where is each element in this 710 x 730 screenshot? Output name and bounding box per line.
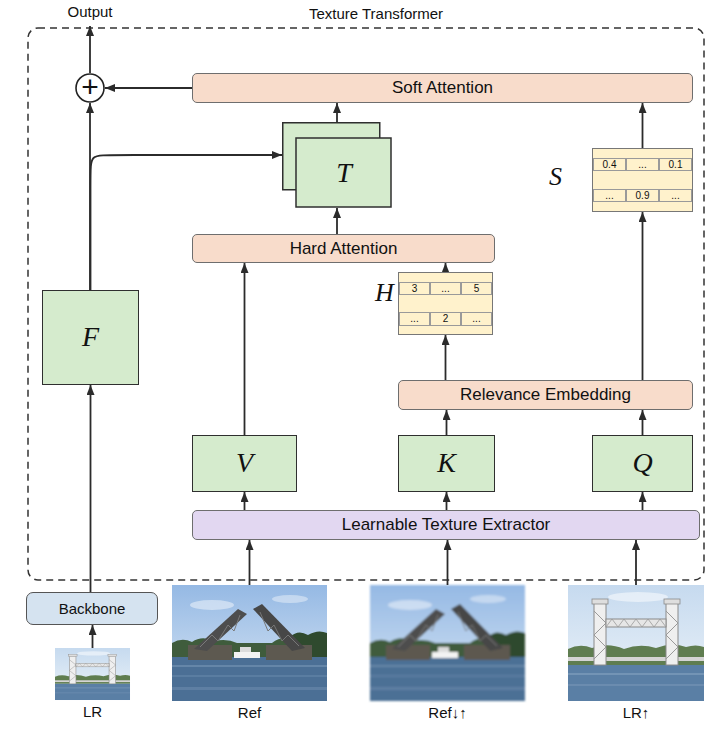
reference-image: Ref↓↑	[370, 585, 525, 701]
cell-value: ...	[410, 313, 418, 325]
front-box: T	[296, 138, 392, 208]
image-caption: LR↑	[623, 704, 650, 721]
flow-arrow	[445, 263, 447, 272]
flow-arrow	[642, 103, 644, 148]
score-matrix: S0.4...0.1...0.9...	[592, 148, 693, 212]
matrix-cell: ...	[399, 312, 430, 326]
matrix-label-holder: H	[375, 278, 394, 308]
matrix-cell: 5	[461, 282, 492, 296]
image-caption: Ref	[238, 704, 261, 721]
backbone-block: Backbone	[26, 592, 158, 625]
flow-arrow	[445, 335, 447, 380]
flow-arrow	[446, 492, 448, 510]
flow-arrow	[105, 87, 192, 89]
caption-holder: LR	[35, 703, 150, 721]
extractor-block: Learnable Texture Extractor	[192, 510, 700, 540]
label-holder: Output	[40, 3, 140, 21]
matrix-cell: 0.4	[593, 158, 626, 172]
symbol-letter: K	[437, 447, 456, 479]
cell-value: 0.1	[669, 159, 683, 171]
matrix-cell: 3	[399, 282, 430, 296]
flow-arrow	[249, 540, 251, 585]
output-label: Output	[67, 3, 112, 20]
image-caption: Ref↓↑	[428, 704, 466, 721]
cell-value: ...	[671, 190, 679, 202]
matrix-label-holder: S	[549, 162, 562, 192]
block-label: Learnable Texture Extractor	[342, 515, 551, 535]
flow-arrow	[91, 155, 283, 290]
flow-arrow	[642, 410, 644, 435]
texture-feature: T	[282, 122, 392, 208]
cell-value: ...	[638, 159, 646, 171]
flow-arrow	[90, 385, 92, 592]
input-image: LR	[55, 648, 130, 700]
cell-value: ...	[605, 190, 613, 202]
cell-value: 3	[412, 283, 418, 295]
flow-arrow	[447, 540, 449, 585]
flow-arrow	[336, 208, 338, 234]
attention-block: Hard Attention	[192, 234, 495, 263]
cell-value: 2	[443, 313, 449, 325]
title-holder: Texture Transformer	[266, 5, 486, 23]
cell-value: 5	[474, 283, 480, 295]
cell-value: 0.4	[603, 159, 617, 171]
matrix-cell: ...	[430, 282, 461, 296]
sum-node: +	[75, 73, 105, 103]
flow-arrow	[635, 540, 637, 585]
flow-arrow	[642, 212, 644, 380]
flow-arrow	[642, 492, 644, 510]
upsampled-image: LR↑	[568, 585, 704, 701]
cell-value: 0.9	[636, 190, 650, 202]
feature-box: F	[42, 290, 139, 385]
matrix-label: S	[549, 162, 562, 191]
matrix-label: H	[375, 278, 394, 307]
flow-arrow	[336, 103, 338, 122]
attention-block: Soft Attention	[192, 73, 693, 103]
block-label: Backbone	[59, 600, 126, 617]
block-label: Soft Attention	[392, 78, 493, 98]
query-box: Q	[592, 435, 693, 492]
flow-arrow	[244, 492, 246, 510]
matrix-cell: ...	[593, 189, 626, 203]
cell-value: ...	[472, 313, 480, 325]
symbol-letter: V	[236, 447, 253, 479]
block-label: Relevance Embedding	[460, 385, 631, 405]
caption-holder: Ref↓↑	[350, 704, 545, 722]
sum-sign: +	[81, 72, 99, 102]
caption-holder: LR↑	[548, 704, 710, 722]
flow-arrow	[244, 263, 246, 435]
figure-title: Texture Transformer	[309, 5, 443, 22]
matrix-cell: ...	[626, 158, 659, 172]
block-label: Hard Attention	[290, 239, 398, 259]
flow-arrow	[446, 410, 448, 435]
symbol-letter: Q	[632, 447, 652, 479]
embedding-block: Relevance Embedding	[398, 380, 693, 410]
key-box: K	[398, 435, 495, 492]
index-matrix: H3...5...2...	[398, 272, 493, 335]
matrix-cell: 0.9	[626, 189, 659, 203]
symbol-letter: T	[336, 157, 352, 189]
matrix-cell: 0.1	[659, 158, 692, 172]
value-box: V	[192, 435, 297, 492]
cell-value: ...	[441, 283, 449, 295]
matrix-cell: ...	[461, 312, 492, 326]
reference-image: Ref	[172, 585, 327, 701]
symbol-letter: F	[82, 321, 99, 353]
matrix-cell: 2	[430, 312, 461, 326]
image-caption: LR	[83, 703, 102, 720]
caption-holder: Ref	[152, 704, 347, 722]
flow-arrow	[92, 625, 94, 648]
matrix-cell: ...	[659, 189, 692, 203]
